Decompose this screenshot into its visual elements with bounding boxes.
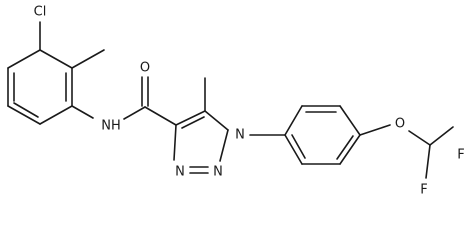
structure-canvas: Cl NH O N N N O	[7, 5, 465, 198]
bond-carbon-fluorine-bottom	[425, 144, 431, 179]
phenyl-ring	[284, 105, 361, 165]
bond-carbon-fluorine-top	[429, 126, 454, 146]
molecule-structure: Cl NH O N N N O	[7, 5, 465, 198]
bond-carbonyl-triazole	[144, 106, 177, 126]
chloromethylphenyl-ring	[7, 49, 73, 125]
amide-nh-atom: NH	[101, 119, 121, 134]
bond-phenyl-ether-o	[359, 124, 391, 136]
triazole-n2-atom: N	[175, 165, 185, 180]
triazole-ring	[173, 110, 229, 174]
bond-ether-o-difluoromethyl	[408, 130, 431, 146]
triazole-n1-atom: N	[213, 165, 223, 180]
carbonyl-oxygen-atom: O	[140, 61, 150, 76]
chlorine-atom: Cl	[34, 5, 47, 20]
bond-ring-amide-n	[71, 105, 94, 119]
triazole-n3-atom: N	[235, 128, 245, 143]
bond-ring-methyl	[71, 49, 105, 69]
fluorine-top-atom: F	[457, 148, 464, 163]
ether-oxygen-atom: O	[395, 117, 405, 132]
fluorine-bottom-atom: F	[420, 183, 427, 198]
bond-amide-n-carbonyl	[123, 106, 146, 120]
